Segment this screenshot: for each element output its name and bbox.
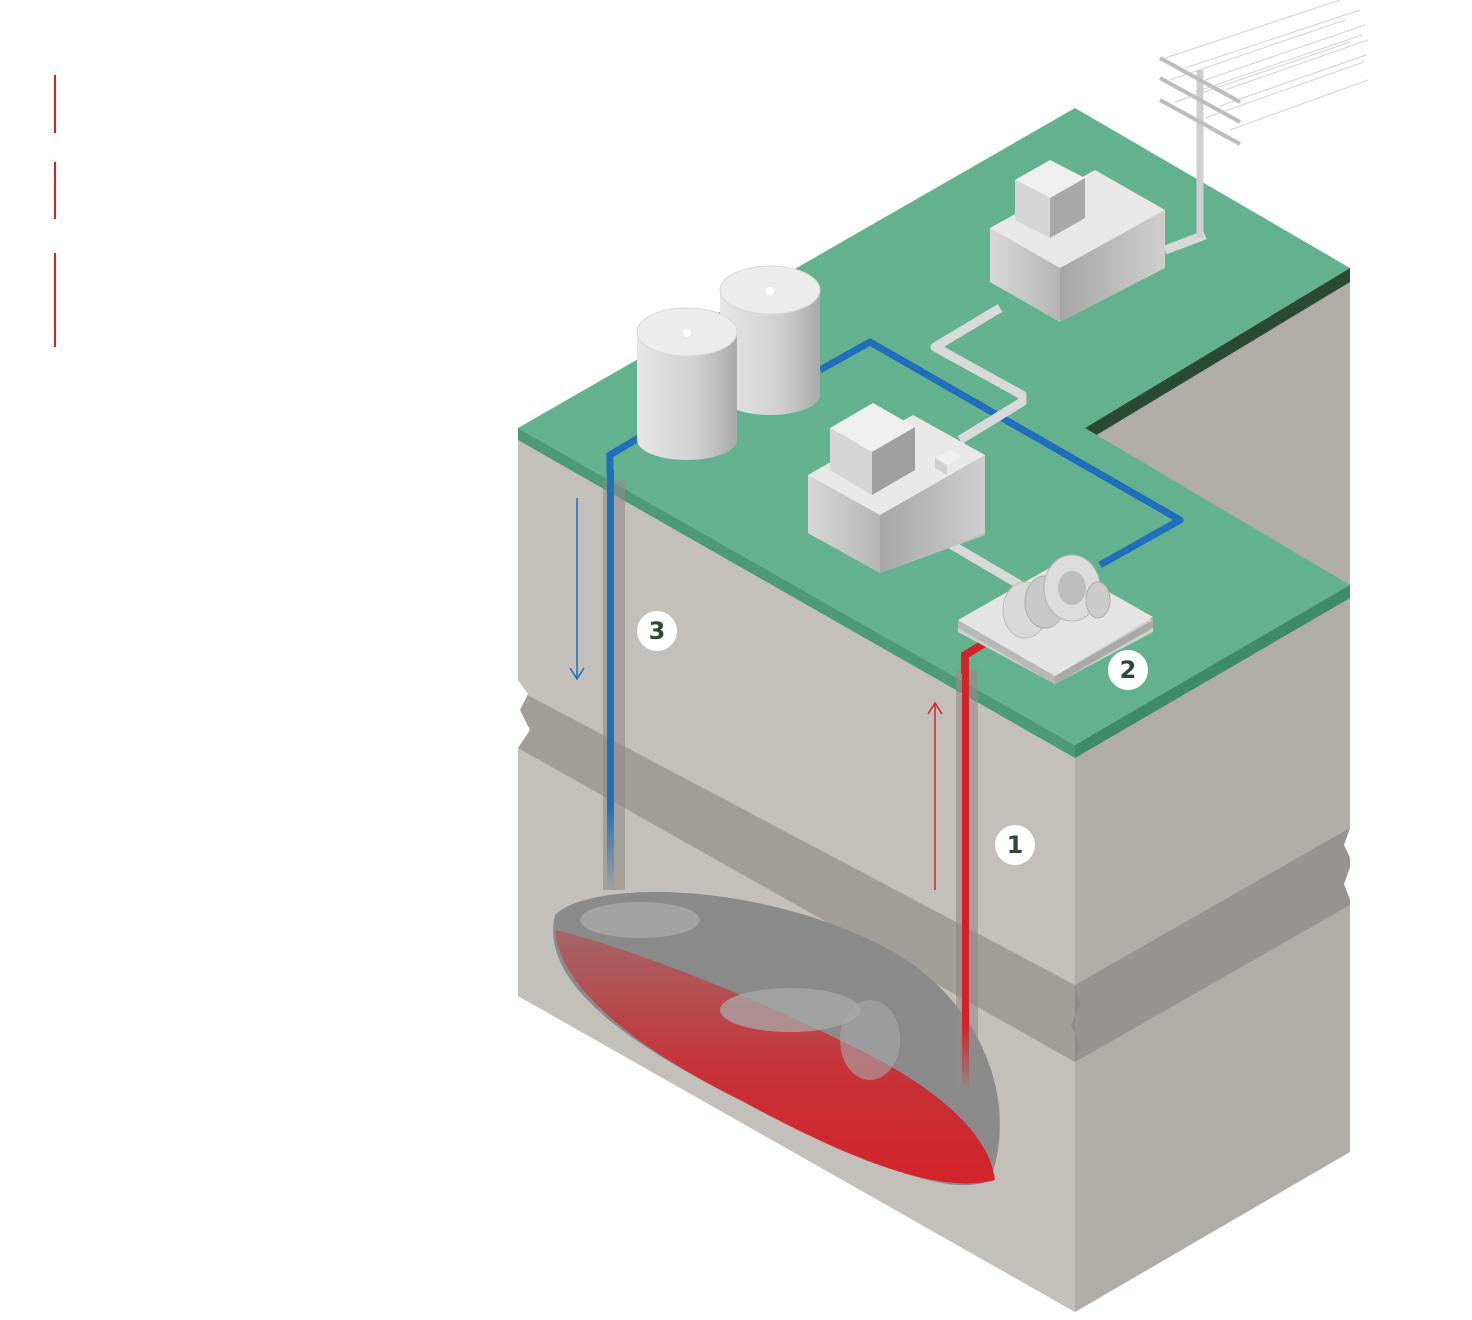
marker-1: 1 — [995, 825, 1035, 865]
marker-3-label: 3 — [649, 617, 666, 645]
hot-flow-arrow — [927, 701, 943, 890]
storage-tank-icon — [636, 307, 738, 460]
marker-2: 2 — [1108, 650, 1148, 690]
magma-reservoir-icon — [553, 892, 1000, 1186]
power-pylon-icon — [1159, 0, 1369, 238]
marker-2-label: 2 — [1120, 656, 1137, 684]
turbine-generator-icon — [958, 554, 1153, 684]
rock-right-face — [1071, 590, 1358, 1312]
marker-1-label: 1 — [1007, 831, 1024, 859]
plant-building-icon — [990, 160, 1165, 322]
control-building-icon — [808, 403, 985, 573]
storage-tank-icon — [719, 265, 821, 415]
marker-3: 3 — [637, 611, 677, 651]
cold-flow-arrow — [569, 498, 585, 681]
